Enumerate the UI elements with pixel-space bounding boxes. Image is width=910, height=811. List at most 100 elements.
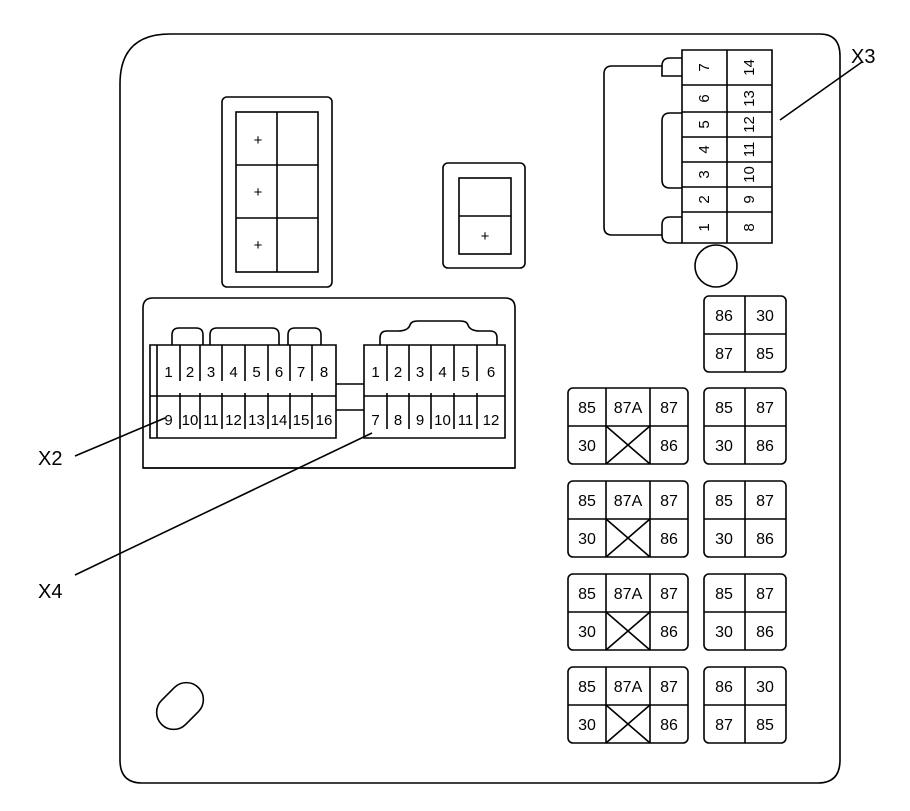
relay-pin-label: 85 <box>715 586 733 603</box>
x4-pin-number: 7 <box>371 412 379 429</box>
x3-pin-number: 2 <box>696 195 713 203</box>
x2-pin-number: 16 <box>316 412 333 429</box>
x3-pin-number: 10 <box>741 166 758 183</box>
x2-pin-number: 9 <box>164 412 172 429</box>
x3-pin-number: 1 <box>696 223 713 231</box>
relay-pin-label: 86 <box>660 531 678 548</box>
relay-pin-label: 85 <box>578 679 596 696</box>
relay-pin-label: 30 <box>715 531 733 548</box>
relay-pin-label: 30 <box>578 717 596 734</box>
x2-pin-number: 10 <box>182 412 199 429</box>
x3-pin-number: 4 <box>696 145 713 153</box>
x3-pin-number: 5 <box>696 120 713 128</box>
relay-pin-label: 87 <box>756 400 774 417</box>
x2-pin-number: 12 <box>225 412 242 429</box>
x4-pin-number: 8 <box>394 412 402 429</box>
x2-pin-number: 8 <box>320 364 328 381</box>
relay-pin-label: 85 <box>578 400 596 417</box>
fuse-plus-mark: + <box>481 228 490 245</box>
relay-pin-label: 30 <box>715 624 733 641</box>
x3-pin-number: 9 <box>741 195 758 203</box>
x3-label: X3 <box>851 46 875 68</box>
relay-pin-label: 87A <box>614 493 643 510</box>
relay-pin-label: 30 <box>756 679 774 696</box>
x2-pin-number: 15 <box>293 412 310 429</box>
x2-label: X2 <box>38 448 62 470</box>
x4-leader-line <box>74 432 373 576</box>
x3-pin-number: 13 <box>741 90 758 107</box>
relay-pin-label: 86 <box>715 308 733 325</box>
x2-pin-number: 14 <box>271 412 288 429</box>
x3-pin-number: 6 <box>696 94 713 102</box>
mounting-hole <box>694 244 738 288</box>
relay-pin-label: 86 <box>715 679 733 696</box>
relay-pin-label: 85 <box>715 400 733 417</box>
relay-pin-label: 30 <box>578 531 596 548</box>
relay-pin-label: 87 <box>756 493 774 510</box>
x4-pin-number: 10 <box>434 412 451 429</box>
relay-pin-label: 87 <box>756 586 774 603</box>
relay-pin-label: 87 <box>715 717 733 734</box>
x2-pin-number: 7 <box>297 364 305 381</box>
relay-grid: 85 87A 87 30 86 85 87A 87 30 86 85 87A 87 30 86 85 87A 87… <box>567 295 787 744</box>
relay-pin-label: 87 <box>660 400 678 417</box>
fuse-plus-mark: + <box>254 132 263 149</box>
x2-pin-number: 6 <box>275 364 283 381</box>
relay-pin-label: 87 <box>660 586 678 603</box>
relay-pin-label: 87 <box>660 679 678 696</box>
x4-pin-number: 11 <box>458 412 474 429</box>
relay-pin-label: 30 <box>715 438 733 455</box>
relay-pin-label: 85 <box>756 346 774 363</box>
relay-pin-label: 87A <box>614 586 643 603</box>
box-housing <box>119 33 841 784</box>
x2-pin-number: 3 <box>207 364 215 381</box>
x2-pin-number: 5 <box>252 364 260 381</box>
cross-mark <box>605 611 651 651</box>
relay-pin-label: 85 <box>715 493 733 510</box>
x4-pin-number: 2 <box>394 364 402 381</box>
mounting-slot <box>155 681 205 731</box>
x3-pin-number: 11 <box>741 142 758 158</box>
x2-pin-number: 13 <box>248 412 265 429</box>
x2-pin-number: 1 <box>164 364 172 381</box>
relay-5-pin: 85 87A 87 30 86 <box>567 666 689 744</box>
single-fuse-holder: + <box>442 162 526 269</box>
fuse-plus-mark: + <box>254 237 263 254</box>
x4-pin-number: 4 <box>438 364 446 381</box>
x2-pin-number: 11 <box>203 412 219 429</box>
relay-pin-label: 30 <box>578 438 596 455</box>
cross-mark <box>605 704 651 744</box>
relay-pin-label: 87A <box>614 679 643 696</box>
relay-pin-label: 85 <box>578 586 596 603</box>
relay-pin-label: 85 <box>578 493 596 510</box>
x3-pin-number: 3 <box>696 170 713 178</box>
x2-leader-line <box>74 417 166 457</box>
x3-pin-number: 12 <box>741 116 758 133</box>
x4-pin-number: 6 <box>487 364 495 381</box>
relay-pin-label: 30 <box>756 308 774 325</box>
x4-pin-number: 5 <box>461 364 469 381</box>
fuse-plus-mark: + <box>254 184 263 201</box>
relay-pin-label: 86 <box>660 717 678 734</box>
x3-pin-number: 7 <box>696 63 713 71</box>
x4-label: X4 <box>38 581 62 603</box>
x4-pin-number: 9 <box>416 412 424 429</box>
x4-pin-number: 3 <box>416 364 424 381</box>
relay-4-pin: 85 87 30 86 <box>703 387 787 465</box>
x2-x4-connector-housing <box>142 297 516 469</box>
x3-pin-number: 14 <box>741 59 758 76</box>
relay-pin-label: 86 <box>756 438 774 455</box>
relay-pin-label: 87A <box>614 400 643 417</box>
